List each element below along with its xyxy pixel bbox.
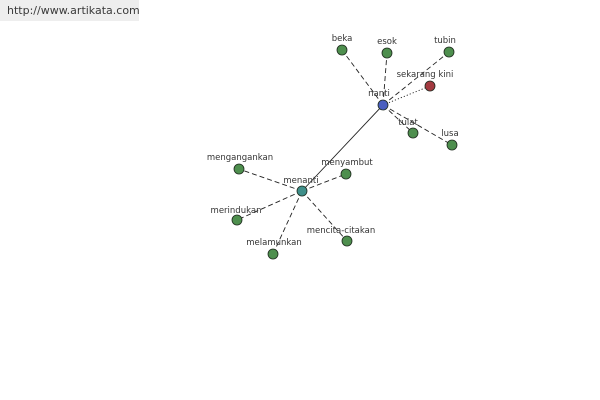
edge-nanti-lusa [382,104,453,146]
node-label-lusa[interactable]: lusa [441,129,458,139]
edge-nanti-tulat [382,104,414,134]
node-label-merindukan[interactable]: merindukan [211,206,262,216]
node-label-melamunkan[interactable]: melamunkan [246,238,302,248]
edge-nanti-menanti [301,104,384,192]
node-label-sekarang-kini[interactable]: sekarang kini [397,70,454,80]
node-label-menanti[interactable]: menanti [283,176,318,186]
node-label-tulat[interactable]: tulat [398,118,418,128]
graph-edges [236,49,453,255]
node-mengangankan[interactable] [233,163,245,175]
graph-nodes [231,44,458,260]
edge-nanti-tubin [382,51,450,106]
node-tubin[interactable] [443,46,455,58]
edge-nanti-sekarang-kini [382,85,431,106]
edge-menanti-melamunkan [272,190,303,255]
edge-nanti-beka [341,49,384,106]
node-menyambut[interactable] [340,168,352,180]
node-lusa[interactable] [446,139,458,151]
source-bar: http://www.artikata.com [0,0,140,21]
node-sekarang-kini[interactable] [424,80,436,92]
node-label-mengangankan[interactable]: mengangankan [207,153,273,163]
node-label-mencita-citakan[interactable]: mencita-citakan [307,226,376,236]
node-label-nanti[interactable]: nanti [368,89,390,99]
edge-menanti-mencita-citakan [301,190,348,242]
edge-menanti-mengangankan [238,168,303,192]
node-mencita-citakan[interactable] [341,235,353,247]
edge-menanti-merindukan [236,190,303,221]
node-esok[interactable] [381,47,393,59]
node-beka[interactable] [336,44,348,56]
node-label-beka[interactable]: beka [332,34,353,44]
node-melamunkan[interactable] [267,248,279,260]
node-merindukan[interactable] [231,214,243,226]
node-label-esok[interactable]: esok [377,37,397,47]
node-menanti[interactable] [296,185,308,197]
edge-nanti-esok [382,52,388,106]
node-nanti[interactable] [377,99,389,111]
node-tulat[interactable] [407,127,419,139]
graph-labels: nanti menanti beka esok tubin sekarang kini tu… [207,34,459,248]
node-label-tubin[interactable]: tubin [434,36,456,46]
node-label-menyambut[interactable]: menyambut [321,158,373,168]
source-link[interactable]: http://www.artikata.com [7,4,140,17]
